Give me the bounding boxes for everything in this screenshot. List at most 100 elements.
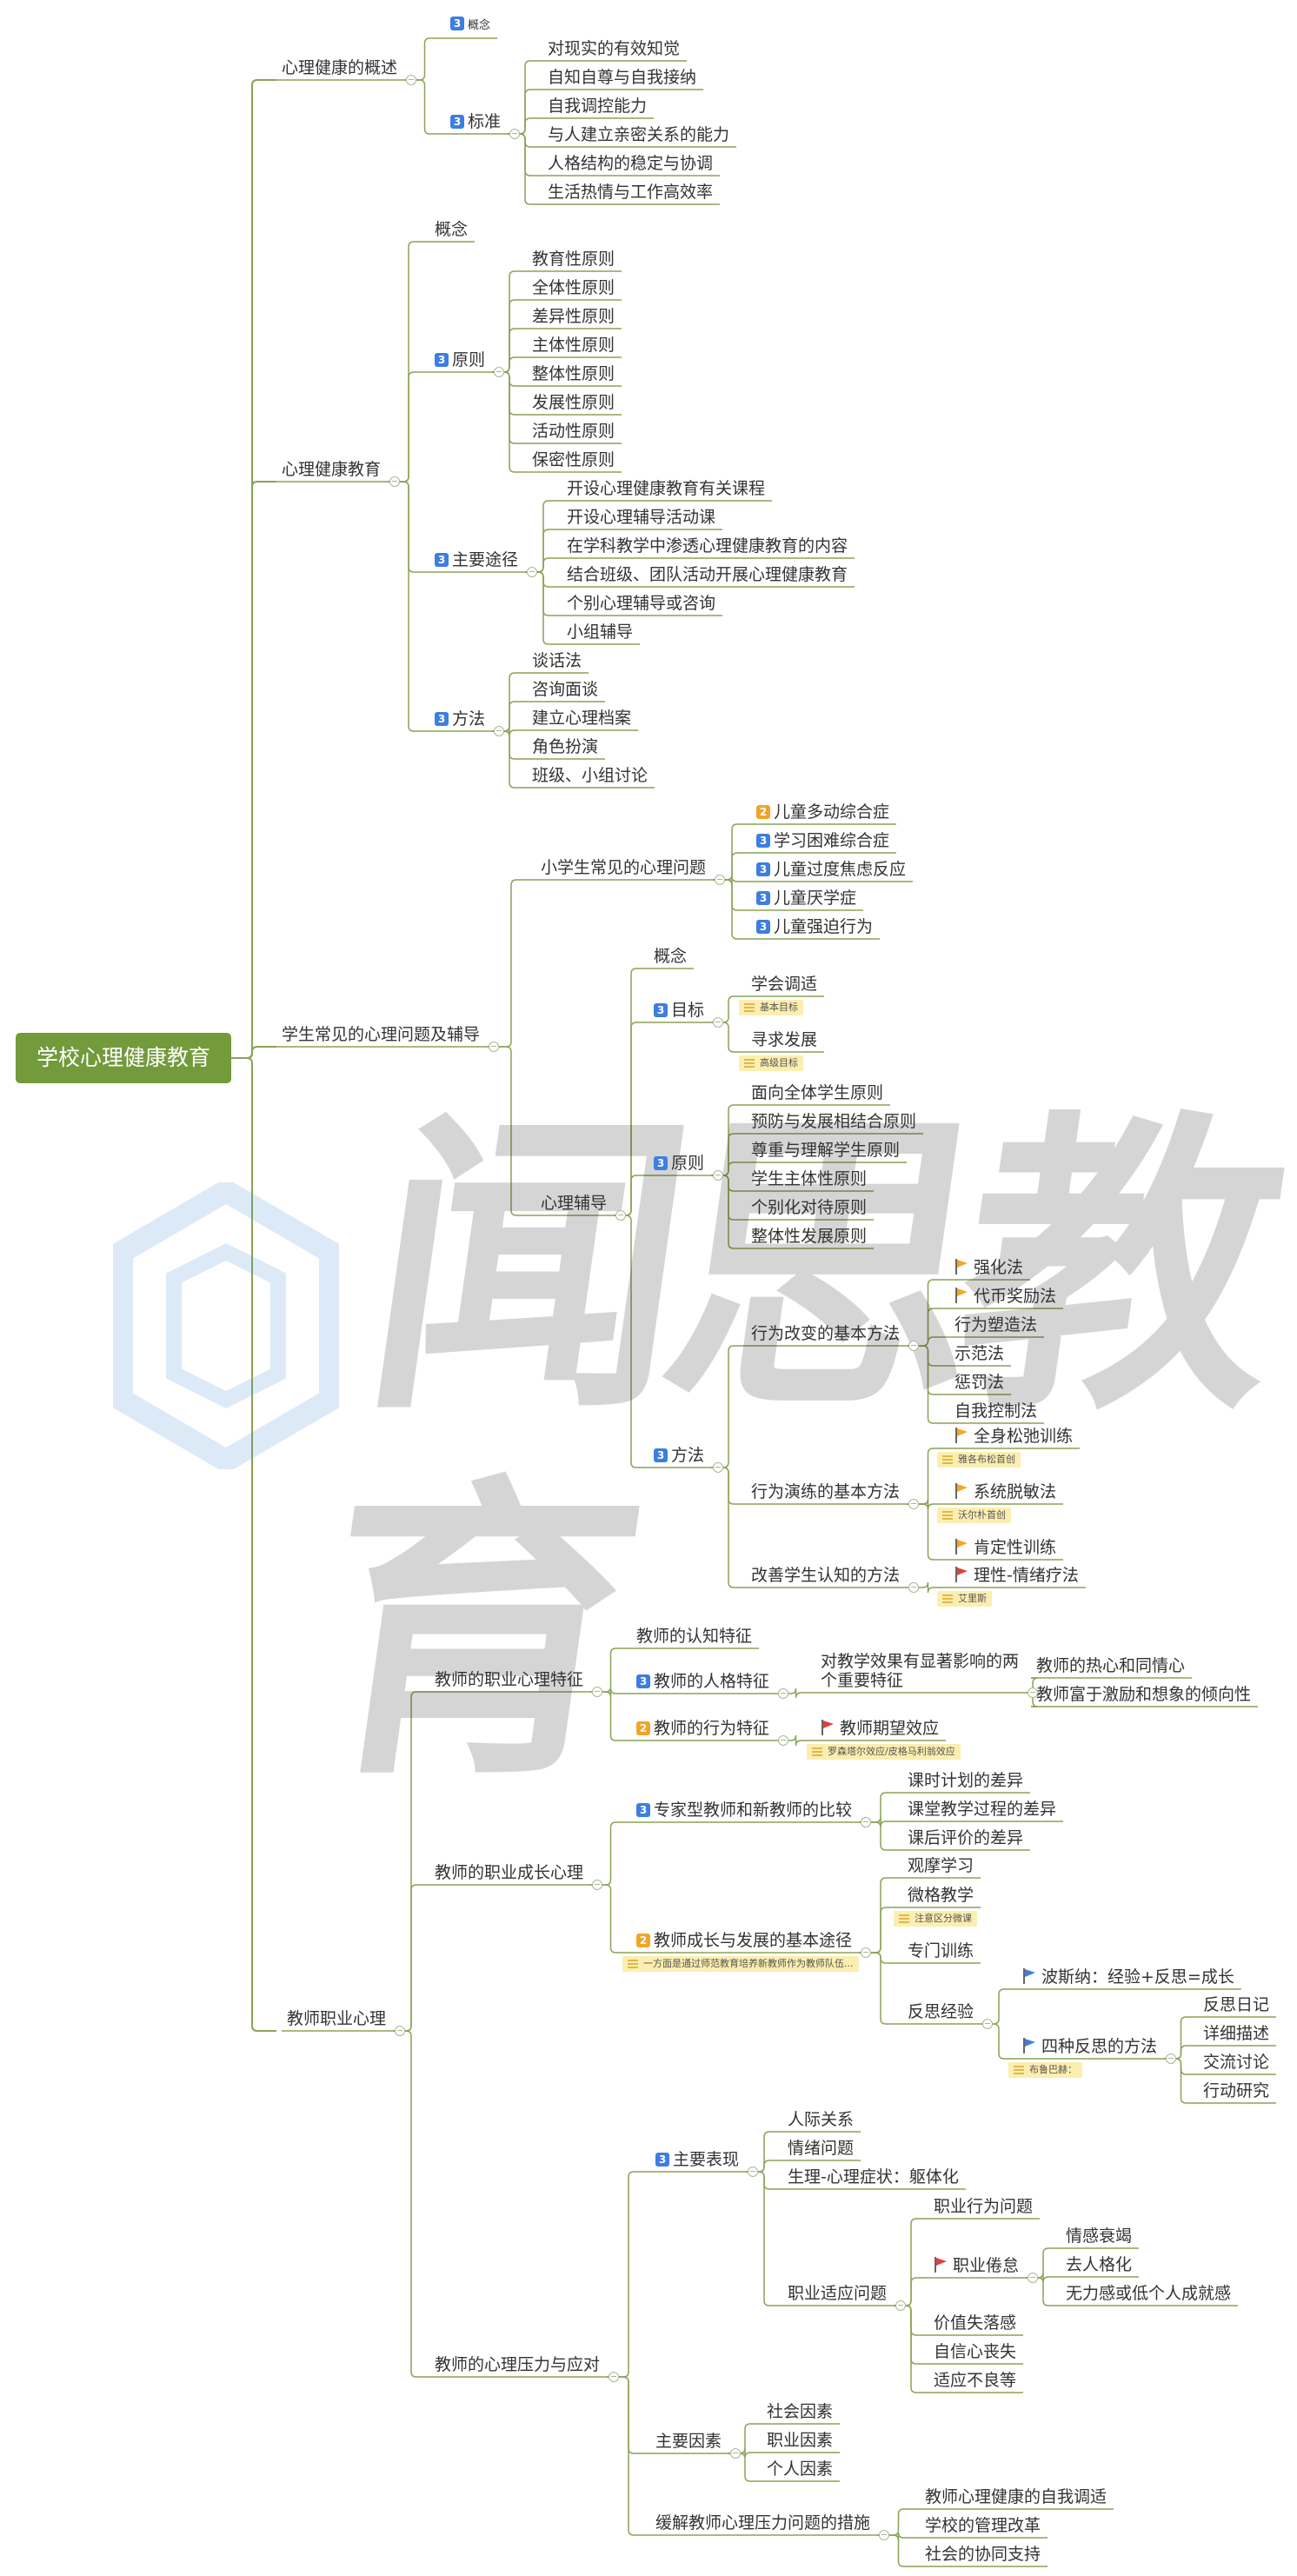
mindmap-node[interactable]: 教师的职业成长心理 xyxy=(433,1862,585,1883)
mindmap-node[interactable]: 微格教学 xyxy=(906,1885,975,1906)
mindmap-node[interactable]: 心理辅导 xyxy=(539,1193,609,1214)
mindmap-node[interactable]: 个人因素 xyxy=(765,2459,835,2479)
mindmap-node[interactable]: 全体性原则 xyxy=(530,277,616,298)
mindmap-node[interactable]: 系统脱敏法 xyxy=(953,1481,1058,1502)
mindmap-node[interactable]: 角色扮演 xyxy=(530,736,600,757)
collapse-toggle-icon[interactable] xyxy=(730,2448,742,2459)
collapse-toggle-icon[interactable] xyxy=(908,1499,920,1509)
mindmap-node[interactable]: 交流讨论 xyxy=(1201,2052,1271,2073)
collapse-toggle-icon[interactable] xyxy=(778,1688,789,1699)
mindmap-node[interactable]: 行为演练的基本方法 xyxy=(749,1481,901,1502)
note-icon[interactable]: 注意区分微课 xyxy=(894,1911,977,1927)
mindmap-node[interactable]: 开设心理健康教育有关课程 xyxy=(565,478,767,499)
mindmap-node[interactable]: 教师职业心理 xyxy=(285,2008,388,2029)
mindmap-node[interactable]: 职业行为问题 xyxy=(932,2196,1034,2217)
mindmap-node[interactable]: 概念 xyxy=(433,219,469,240)
collapse-toggle-icon[interactable] xyxy=(1166,2053,1177,2064)
mindmap-node[interactable]: 心理健康的概述 xyxy=(280,57,399,78)
mindmap-node[interactable]: 面向全体学生原则 xyxy=(749,1082,885,1103)
collapse-toggle-icon[interactable] xyxy=(494,367,505,377)
collapse-toggle-icon[interactable] xyxy=(389,476,401,487)
collapse-toggle-icon[interactable] xyxy=(715,875,726,885)
mindmap-node[interactable]: 惩罚法 xyxy=(953,1372,1006,1393)
collapse-toggle-icon[interactable] xyxy=(861,1817,872,1827)
mindmap-node[interactable]: 改善学生认知的方法 xyxy=(749,1565,901,1586)
mindmap-node[interactable]: 人格结构的稳定与协调 xyxy=(546,153,715,174)
mindmap-node[interactable]: 肯定性训练 xyxy=(953,1537,1058,1558)
mindmap-node[interactable]: 专门训练 xyxy=(906,1940,975,1961)
mindmap-node[interactable]: 职业因素 xyxy=(765,2430,835,2451)
mindmap-node[interactable]: 概念 xyxy=(652,946,688,967)
collapse-toggle-icon[interactable] xyxy=(406,75,417,85)
mindmap-node[interactable]: 强化法 xyxy=(953,1257,1025,1278)
mindmap-node[interactable]: 情感衰竭 xyxy=(1064,2226,1134,2247)
mindmap-node[interactable]: 情绪问题 xyxy=(786,2138,855,2159)
mindmap-node[interactable]: 结合班级、团队活动开展心理健康教育 xyxy=(565,564,849,585)
collapse-toggle-icon[interactable] xyxy=(879,2530,890,2540)
collapse-toggle-icon[interactable] xyxy=(489,1042,500,1052)
mindmap-node[interactable]: 在学科教学中渗透心理健康教育的内容 xyxy=(565,536,849,556)
mindmap-node[interactable]: 与人建立亲密关系的能力 xyxy=(546,124,731,145)
collapse-toggle-icon[interactable] xyxy=(713,1017,724,1028)
mindmap-node[interactable]: 谈话法 xyxy=(530,650,583,671)
mindmap-node[interactable]: 课时计划的差异 xyxy=(906,1770,1025,1791)
collapse-toggle-icon[interactable] xyxy=(713,1462,724,1473)
mindmap-node[interactable]: 咨询面谈 xyxy=(530,679,600,700)
mindmap-node[interactable]: 预防与发展相结合原则 xyxy=(749,1111,918,1132)
mindmap-node[interactable]: 详细描述 xyxy=(1201,2023,1271,2044)
mindmap-node[interactable]: 发展性原则 xyxy=(530,392,616,413)
mindmap-node[interactable]: 活动性原则 xyxy=(530,421,616,442)
mindmap-node[interactable]: 学生常见的心理问题及辅导 xyxy=(280,1024,482,1045)
mindmap-node[interactable]: 自我控制法 xyxy=(953,1401,1039,1421)
mindmap-node[interactable]: 四种反思的方法 xyxy=(1021,2036,1159,2057)
mindmap-node[interactable]: 全身松弛训练 xyxy=(953,1426,1074,1447)
mindmap-node[interactable]: 课后评价的差异 xyxy=(906,1827,1025,1848)
note-icon[interactable]: 高级目标 xyxy=(739,1055,803,1071)
mindmap-node[interactable]: 尊重与理解学生原则 xyxy=(749,1140,901,1161)
mindmap-node[interactable]: 教师的职业心理特征 xyxy=(433,1669,585,1690)
mindmap-node[interactable]: 教师富于激励和想象的倾向性 xyxy=(1034,1684,1253,1705)
mindmap-node[interactable]: 班级、小组讨论 xyxy=(530,765,649,786)
mindmap-node[interactable]: 保密性原则 xyxy=(530,449,616,470)
note-icon[interactable]: 布鲁巴赫： xyxy=(1008,2062,1082,2078)
mindmap-node[interactable]: 反思日记 xyxy=(1201,1994,1271,2015)
mindmap-node[interactable]: 示范法 xyxy=(953,1343,1006,1364)
collapse-toggle-icon[interactable] xyxy=(713,1170,724,1181)
mindmap-node[interactable]: 对教学效果有显著影响的两个重要特征 xyxy=(819,1652,1021,1691)
mindmap-node[interactable]: 适应不良等 xyxy=(932,2370,1018,2391)
mindmap-node[interactable]: 学校的管理改革 xyxy=(923,2515,1042,2536)
collapse-toggle-icon[interactable] xyxy=(748,2167,759,2177)
mindmap-node[interactable]: 价值失落感 xyxy=(932,2313,1018,2333)
collapse-toggle-icon[interactable] xyxy=(395,2026,406,2036)
collapse-toggle-icon[interactable] xyxy=(494,726,505,736)
mindmap-node[interactable]: 对现实的有效知觉 xyxy=(546,38,682,59)
mindmap-node[interactable]: 寻求发展 xyxy=(749,1029,819,1050)
collapse-toggle-icon[interactable] xyxy=(1028,1687,1038,1698)
mindmap-node[interactable]: 理性-情绪疗法 xyxy=(953,1565,1081,1586)
mindmap-node[interactable]: 行动研究 xyxy=(1201,2080,1271,2101)
mindmap-node[interactable]: 整体性发展原则 xyxy=(749,1226,868,1247)
collapse-toggle-icon[interactable] xyxy=(527,567,538,577)
mindmap-node[interactable]: 波斯纳：经验+反思=成长 xyxy=(1021,1967,1236,1987)
collapse-toggle-icon[interactable] xyxy=(615,1210,627,1221)
mindmap-node[interactable]: 行为塑造法 xyxy=(953,1315,1039,1335)
collapse-toggle-icon[interactable] xyxy=(908,1341,920,1351)
mindmap-node[interactable]: 学生主体性原则 xyxy=(749,1168,868,1189)
mindmap-node[interactable]: 开设心理辅导活动课 xyxy=(565,507,717,528)
mindmap-node[interactable]: 观摩学习 xyxy=(906,1855,975,1876)
mindmap-node[interactable]: 学会调适 xyxy=(749,974,819,995)
mindmap-node[interactable]: 教师期望效应 xyxy=(819,1718,941,1739)
mindmap-node[interactable]: 生活热情与工作高效率 xyxy=(546,182,715,203)
